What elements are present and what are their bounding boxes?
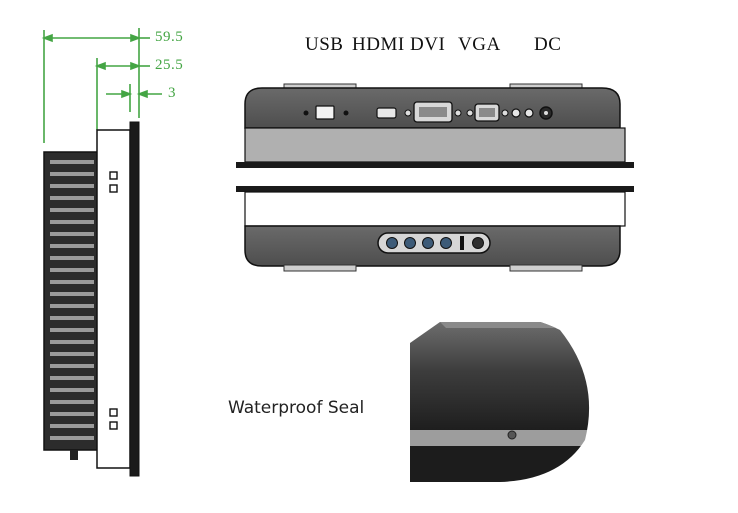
vga-screw-icon <box>501 109 509 117</box>
dim-label-bezel: 3 <box>168 85 176 101</box>
dim-label-front: 25.5 <box>155 57 184 73</box>
menu-button-icon <box>386 237 398 249</box>
front-housing <box>96 129 131 469</box>
top-panel-strip <box>244 127 626 163</box>
dvi-pins <box>419 107 447 117</box>
dimension-lines <box>41 28 162 143</box>
port-label-vga: VGA <box>458 34 501 55</box>
mount-hole <box>109 408 118 417</box>
led-indicator <box>460 236 464 250</box>
power-button-icon <box>472 237 484 249</box>
bottom-panel-strip <box>244 191 626 227</box>
dim-arrow <box>121 89 133 99</box>
dim-arrow <box>136 89 148 99</box>
top-bezel <box>236 162 634 168</box>
mounting-holes <box>109 171 118 430</box>
top-port-view <box>236 83 634 168</box>
dc-jack-pin <box>544 111 548 115</box>
up-button-icon <box>422 237 434 249</box>
mount-hole <box>109 171 118 180</box>
port-label-hdmi: HDMI <box>352 34 405 55</box>
bottom-clip <box>509 264 583 272</box>
dvi-screw-icon <box>454 109 462 117</box>
vga-pins <box>479 108 495 117</box>
seal-gasket <box>410 430 590 446</box>
seal-housing <box>410 322 590 430</box>
seal-flange <box>410 446 590 482</box>
front-bezel <box>129 121 140 477</box>
heatsink-fins <box>50 160 94 440</box>
screw-icon <box>343 110 349 116</box>
vga-screw-icon <box>466 109 474 117</box>
dim-arrow <box>94 61 106 71</box>
port-label-usb: USB <box>305 34 344 55</box>
port-label-dvi: DVI <box>410 34 446 55</box>
dim-arrow <box>130 33 142 43</box>
auto-button-icon <box>440 237 452 249</box>
seal-screw-icon <box>507 430 517 440</box>
bottom-clip <box>283 264 357 272</box>
mount-hole <box>109 421 118 430</box>
bottom-button-view <box>236 186 634 272</box>
dim-arrow <box>41 33 53 43</box>
side-connector <box>70 450 78 460</box>
seal-label: Waterproof Seal <box>228 398 365 418</box>
audio-jack-icon <box>524 108 534 118</box>
dim-arrow <box>130 61 142 71</box>
audio-jack-icon <box>511 108 521 118</box>
control-buttons <box>386 237 484 249</box>
usb-port-icon <box>315 105 335 120</box>
hdmi-port-icon <box>376 107 397 119</box>
dim-label-overall: 59.5 <box>155 29 184 45</box>
side-view <box>43 121 140 477</box>
port-label-dc: DC <box>534 34 562 55</box>
mount-hole <box>109 184 118 193</box>
down-button-icon <box>404 237 416 249</box>
screw-icon <box>303 110 309 116</box>
dvi-screw-icon <box>404 109 412 117</box>
bottom-bezel <box>236 186 634 192</box>
seal-detail <box>410 315 590 482</box>
